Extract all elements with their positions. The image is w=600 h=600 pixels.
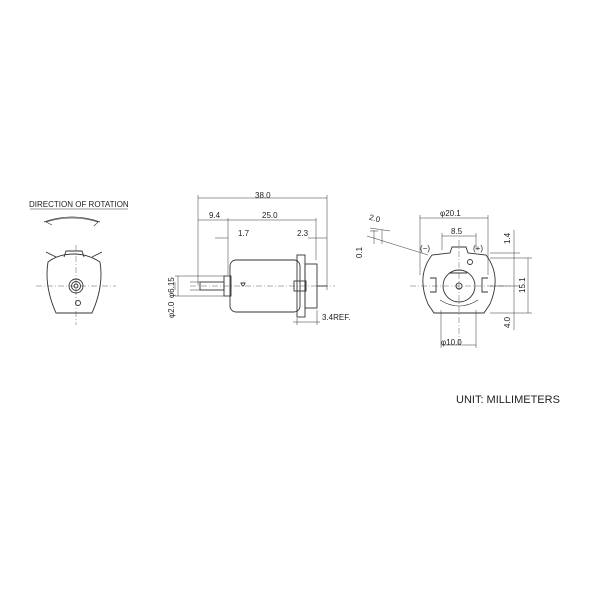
side-view	[174, 195, 335, 325]
dim-inner-diameter: φ10.0	[441, 338, 462, 347]
unit-label: UNIT: MILLIMETERS	[456, 394, 560, 406]
dim-boss-length: 1.7	[238, 229, 250, 238]
dim-boss-diameter: φ6.15	[167, 277, 176, 298]
direction-of-rotation-label: DIRECTION OF ROTATION	[29, 200, 129, 209]
rear-view	[366, 215, 532, 348]
dim-rear-cap: 2.3	[297, 229, 309, 238]
terminal-plus-label: (+)	[473, 244, 483, 253]
dim-shaft-length: 9.4	[209, 211, 221, 220]
dim-body-length: 25.0	[262, 211, 278, 220]
dim-terminal-ref: 3.4REF.	[322, 313, 351, 322]
dim-overall-length: 38.0	[255, 191, 271, 200]
dim-outer-diameter: φ20.1	[440, 209, 461, 218]
dim-terminal-spacing: 8.5	[451, 227, 463, 236]
dim-shaft-diameter: φ2.0	[167, 301, 176, 318]
dim-terminal-height: 1.4	[503, 232, 512, 244]
terminal-minus-label: (−)	[420, 244, 430, 253]
dim-height: 15.1	[518, 277, 527, 293]
front-view	[30, 208, 128, 325]
dim-terminal-thickness: 0.1	[355, 246, 364, 258]
dim-bottom-offset: 4.0	[503, 316, 512, 328]
